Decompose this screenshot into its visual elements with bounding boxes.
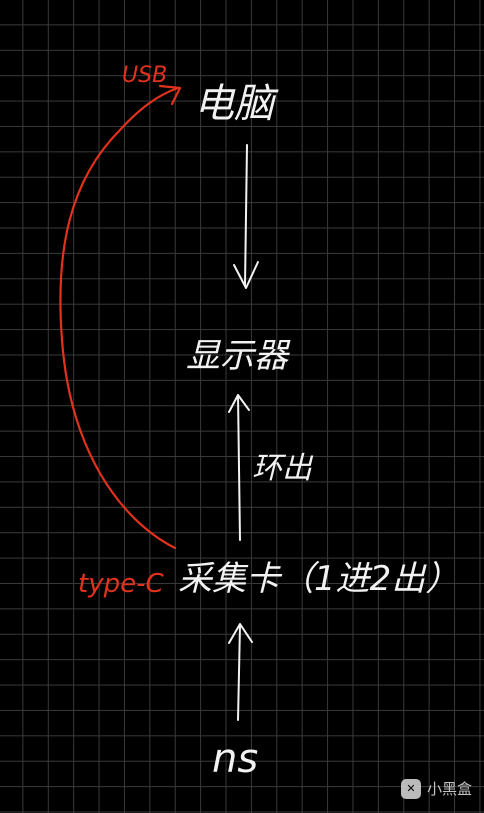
up-arrowhead-icon <box>228 623 253 644</box>
xiaoheihe-logo-icon: ✕ <box>400 778 421 799</box>
edge-label-usb: USB <box>122 63 167 88</box>
usb-arrowhead-icon <box>158 84 182 106</box>
node-source: ns <box>212 736 258 782</box>
watermark: ✕ 小黑盒 <box>400 778 472 799</box>
up-arrowhead-icon <box>228 394 250 413</box>
source-to-capture-arrow <box>237 624 241 721</box>
edge-label-type-c: type-C <box>78 569 164 599</box>
capture-to-monitor-arrow <box>237 394 241 541</box>
node-monitor: 显示器 <box>186 336 291 376</box>
down-arrowhead-icon <box>233 261 259 289</box>
usb-connection-curve <box>59 86 180 550</box>
node-computer: 电脑 <box>194 81 279 127</box>
node-capture-card: 采集卡（1进2出） <box>178 559 459 599</box>
computer-to-monitor-arrow <box>244 144 248 286</box>
edge-label-loop-out: 环出 <box>252 451 314 486</box>
watermark-text: 小黑盒 <box>426 780 472 798</box>
